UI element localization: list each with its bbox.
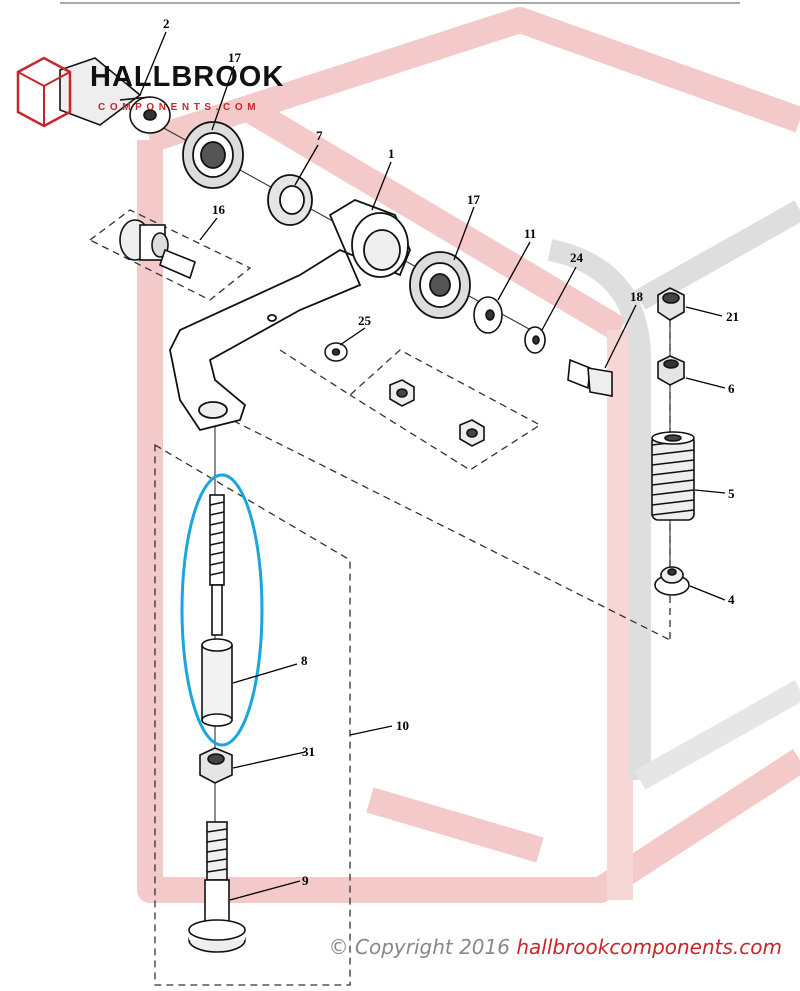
- callout-4: 4: [728, 592, 735, 607]
- callout-25: 25: [358, 313, 372, 328]
- callout-10: 10: [396, 718, 409, 733]
- copyright-symbol: ©: [328, 935, 349, 959]
- part-21-nut: [657, 287, 685, 321]
- part-8-stud: [201, 494, 233, 727]
- part-9-stud: [188, 821, 246, 953]
- logo-cube-icon: [16, 56, 72, 128]
- callout-9: 9: [302, 873, 309, 888]
- callout-16: 16: [212, 202, 226, 217]
- part-4-spring-seat: [654, 566, 690, 596]
- watermark-shapes: [137, 7, 800, 903]
- part-11-washer: [473, 296, 503, 334]
- part-7-spacer: [267, 174, 313, 226]
- leader-lines: [139, 31, 726, 901]
- callout-8: 8: [301, 653, 308, 668]
- frame-nuts: [389, 379, 485, 447]
- part-1-arm: [169, 199, 411, 432]
- callout-31: 31: [302, 744, 315, 759]
- callout-17-upper: 17: [228, 50, 242, 65]
- callout-21: 21: [726, 309, 739, 324]
- logo-subtitle: COMPONENTS.COM: [98, 102, 261, 113]
- part-31-nut: [199, 747, 233, 784]
- copyright-site: hallbrookcomponents.com: [516, 935, 782, 959]
- hallbrook-logo: HALLBROOK COMPONENTS.COM: [12, 52, 285, 132]
- callout-2: 2: [163, 16, 170, 31]
- highlight-ellipse: [180, 473, 264, 747]
- part-16-screw: [119, 219, 196, 280]
- callout-5: 5: [728, 486, 735, 501]
- callout-11: 11: [524, 226, 536, 241]
- copyright-text: Copyright 2016: [355, 935, 510, 959]
- callout-7: 7: [316, 128, 323, 143]
- part-25-washer: [324, 342, 348, 362]
- part-18-bolt: [567, 358, 613, 397]
- part-6-nut: [657, 355, 685, 386]
- callout-1: 1: [388, 146, 395, 161]
- part-17-bearing-lower: [409, 251, 471, 319]
- copyright-notice: © Copyright 2016 hallbrookcomponents.com: [329, 935, 782, 959]
- callout-6: 6: [728, 381, 735, 396]
- part-5-spring: [651, 431, 695, 521]
- part-24-washer: [524, 326, 546, 354]
- logo-wordmark: HALLBROOK: [90, 61, 285, 93]
- callout-24: 24: [570, 250, 584, 265]
- dashed-outlines: [88, 209, 671, 986]
- callout-18: 18: [630, 289, 644, 304]
- callout-17-lower: 17: [467, 192, 481, 207]
- part-17-bearing-upper: [182, 121, 244, 189]
- callout-labels: 2 17 7 1 16 17 11 24 18 21 25 6 5 4 8 10…: [163, 16, 739, 888]
- part-2-bushing: [59, 57, 171, 134]
